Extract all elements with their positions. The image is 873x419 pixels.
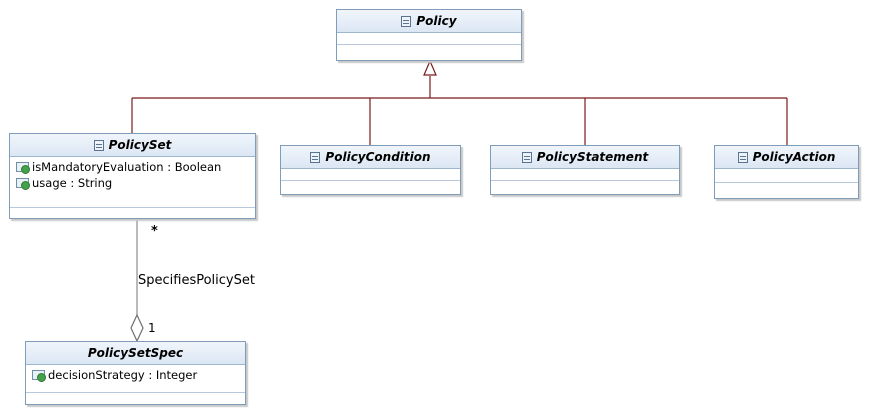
- class-policyset[interactable]: PolicySet isMandatoryEvaluation : Boolea…: [9, 133, 256, 219]
- class-policycondition[interactable]: PolicyCondition: [280, 145, 461, 195]
- property-icon: [16, 178, 30, 190]
- class-name: PolicyAction: [752, 150, 836, 164]
- association-name-label: SpecifiesPolicySet: [138, 273, 255, 288]
- class-icon: [521, 151, 532, 163]
- attribute-text: isMandatoryEvaluation : Boolean: [32, 160, 222, 174]
- operations-compartment: [10, 208, 255, 219]
- attributes-compartment: [715, 169, 858, 183]
- attribute-text: usage : String: [32, 176, 113, 190]
- class-name: PolicyStatement: [536, 150, 649, 164]
- aggregation-diamond: [130, 313, 144, 343]
- attributes-compartment: [337, 33, 521, 45]
- operations-compartment: [491, 181, 679, 195]
- multiplicity-many: *: [151, 224, 158, 239]
- class-name: PolicySetSpec: [87, 346, 184, 360]
- multiplicity-one: 1: [148, 321, 156, 335]
- class-policyaction[interactable]: PolicyAction: [714, 145, 859, 199]
- class-header: PolicySetSpec: [26, 342, 245, 365]
- generalization-arrowhead: [423, 59, 437, 76]
- class-policystatement[interactable]: PolicyStatement: [490, 145, 680, 195]
- class-header: PolicyStatement: [491, 146, 679, 169]
- class-name: PolicySet: [108, 138, 172, 152]
- class-name: Policy: [416, 14, 457, 28]
- attribute-item[interactable]: decisionStrategy : Integer: [26, 367, 245, 383]
- attributes-compartment: isMandatoryEvaluation : Boolean usage : …: [10, 157, 255, 208]
- class-icon: [401, 15, 412, 27]
- operations-compartment: [26, 393, 245, 405]
- attributes-compartment: [491, 169, 679, 181]
- class-header: PolicyAction: [715, 146, 858, 169]
- attribute-text: decisionStrategy : Integer: [48, 368, 198, 382]
- class-header: PolicyCondition: [281, 146, 460, 169]
- property-icon: [16, 162, 30, 174]
- class-name: PolicyCondition: [325, 150, 431, 164]
- generalization-edges: [131, 59, 788, 145]
- class-icon: [93, 139, 104, 151]
- class-icon: [310, 151, 321, 163]
- class-policysetspec[interactable]: PolicySetSpec decisionStrategy : Integer: [25, 341, 246, 405]
- attributes-compartment: [281, 169, 460, 181]
- class-header: Policy: [337, 10, 521, 33]
- operations-compartment: [281, 181, 460, 195]
- class-header: PolicySet: [10, 134, 255, 157]
- attribute-item[interactable]: isMandatoryEvaluation : Boolean: [10, 159, 255, 175]
- operations-compartment: [715, 183, 858, 199]
- property-icon: [32, 370, 46, 382]
- attributes-compartment: decisionStrategy : Integer: [26, 365, 245, 393]
- class-icon: [737, 151, 748, 163]
- operations-compartment: [337, 45, 521, 61]
- attribute-item[interactable]: usage : String: [10, 175, 255, 191]
- class-policy[interactable]: Policy: [336, 9, 522, 61]
